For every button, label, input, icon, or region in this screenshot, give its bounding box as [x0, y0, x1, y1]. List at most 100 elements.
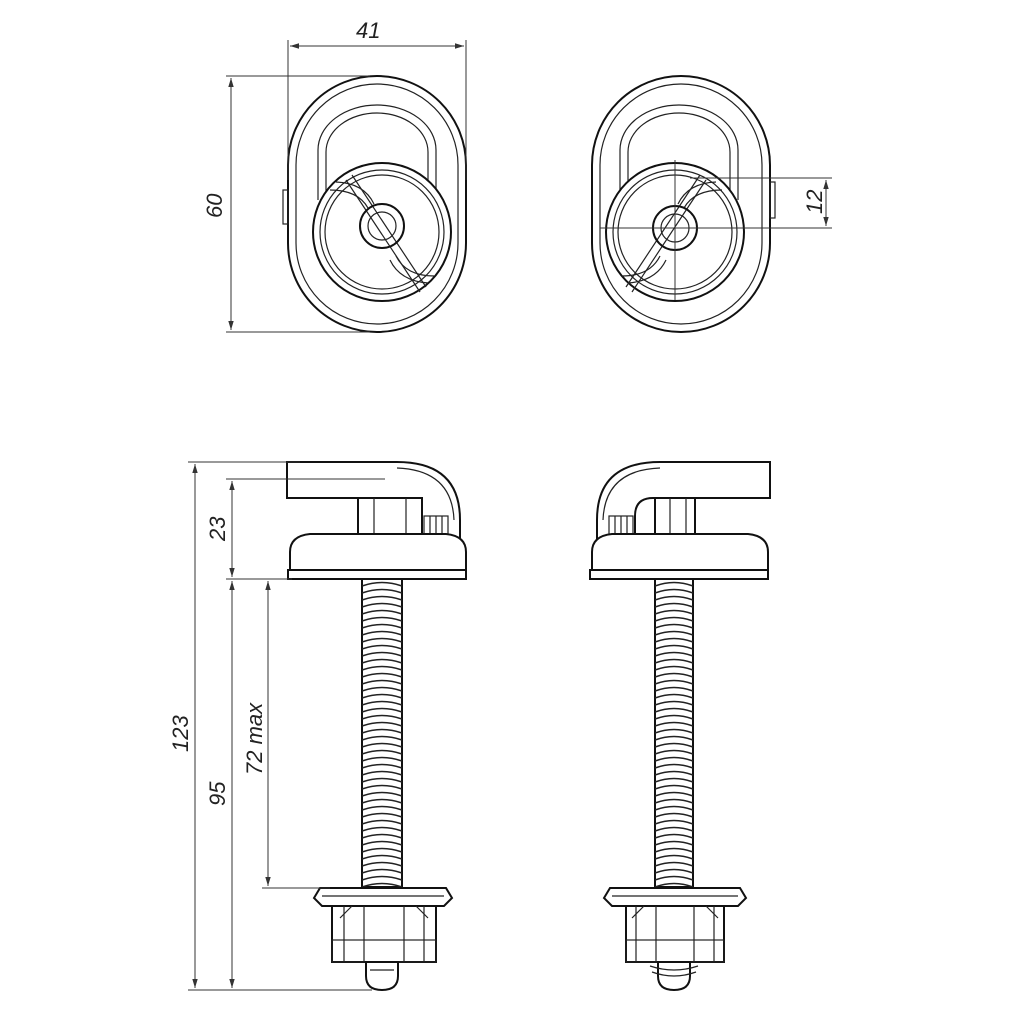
- top-view-left: [282, 75, 467, 333]
- thread-line: [361, 840, 403, 846]
- thread-line: [654, 693, 694, 699]
- thread-line: [654, 868, 694, 874]
- thread-line: [654, 791, 694, 797]
- thread-line: [654, 707, 694, 713]
- thread-line: [361, 609, 403, 615]
- thread-line: [361, 798, 403, 804]
- thread-line: [361, 595, 403, 601]
- thread-line: [361, 812, 403, 818]
- thread-line: [654, 623, 694, 629]
- thread-line: [654, 763, 694, 769]
- thread-line: [361, 749, 403, 755]
- thread-line: [361, 791, 403, 797]
- thread-line: [361, 721, 403, 727]
- thread-line: [654, 679, 694, 685]
- thread-line: [361, 805, 403, 811]
- thread-line: [654, 581, 694, 587]
- thread-line: [361, 763, 403, 769]
- thread-line: [654, 728, 694, 734]
- thread-line: [654, 602, 694, 608]
- thread-line: [654, 609, 694, 615]
- thread-line: [654, 847, 694, 853]
- thread-line: [361, 623, 403, 629]
- thread-line: [361, 679, 403, 685]
- thread-line: [361, 833, 403, 839]
- thread-line: [654, 616, 694, 622]
- thread-line: [654, 812, 694, 818]
- thread-line: [361, 819, 403, 825]
- thread-line: [654, 644, 694, 650]
- thread-line: [654, 882, 694, 888]
- thread-line: [654, 651, 694, 657]
- thread-line: [361, 651, 403, 657]
- thread-line: [361, 602, 403, 608]
- dimension-clamp-72max: 72 max: [242, 581, 330, 889]
- thread-line: [361, 686, 403, 692]
- side-view-left: [286, 461, 467, 992]
- top-view-right: [591, 75, 776, 333]
- thread-line: [654, 805, 694, 811]
- thread-line: [654, 875, 694, 881]
- thread-line: [361, 882, 403, 888]
- thread-line: [361, 868, 403, 874]
- thread-line: [654, 784, 694, 790]
- thread-line: [361, 700, 403, 706]
- thread-line: [361, 735, 403, 741]
- dim-text-123: 123: [168, 715, 193, 752]
- thread-line: [361, 784, 403, 790]
- thread-line: [361, 826, 403, 832]
- thread-line: [654, 826, 694, 832]
- thread-line: [654, 686, 694, 692]
- thread-line: [654, 861, 694, 867]
- dimension-total-123: 123: [168, 461, 372, 991]
- thread-line: [361, 847, 403, 853]
- thread-line: [654, 854, 694, 860]
- thread-line: [361, 637, 403, 643]
- thread-line: [654, 819, 694, 825]
- thread-line: [361, 644, 403, 650]
- thread-line: [361, 672, 403, 678]
- thread-line: [654, 735, 694, 741]
- thread-line: [361, 658, 403, 664]
- dim-text-72max: 72 max: [242, 702, 267, 775]
- thread-line: [361, 875, 403, 881]
- dim-text-12: 12: [802, 190, 827, 214]
- thread-line: [361, 616, 403, 622]
- thread-line: [654, 742, 694, 748]
- dim-text-41: 41: [356, 18, 380, 43]
- thread-line: [361, 728, 403, 734]
- side-view-right: [589, 461, 771, 992]
- thread-line: [654, 770, 694, 776]
- dimension-bolt-95: 95: [205, 581, 235, 988]
- dim-text-60: 60: [202, 193, 227, 218]
- dimension-width-41: 41: [287, 18, 467, 180]
- dim-text-23: 23: [205, 516, 230, 542]
- thread-line: [654, 833, 694, 839]
- dimension-height-60: 60: [202, 75, 370, 333]
- thread-line: [361, 630, 403, 636]
- thread-line: [654, 721, 694, 727]
- thread-line: [654, 840, 694, 846]
- thread-line: [361, 707, 403, 713]
- thread-line: [654, 658, 694, 664]
- thread-line: [654, 588, 694, 594]
- thread-line: [654, 595, 694, 601]
- thread-line: [361, 581, 403, 587]
- dimension-head-23: 23: [205, 478, 385, 580]
- thread-line: [654, 756, 694, 762]
- thread-line: [361, 777, 403, 783]
- thread-line: [654, 672, 694, 678]
- thread-line: [361, 770, 403, 776]
- thread-line: [361, 742, 403, 748]
- thread-line: [361, 588, 403, 594]
- thread-line: [654, 700, 694, 706]
- thread-line: [361, 861, 403, 867]
- thread-line: [654, 798, 694, 804]
- thread-line: [361, 693, 403, 699]
- thread-line: [654, 714, 694, 720]
- thread-line: [361, 854, 403, 860]
- dimension-offset-12: 12: [690, 177, 832, 229]
- thread-line: [361, 665, 403, 671]
- thread-line: [654, 637, 694, 643]
